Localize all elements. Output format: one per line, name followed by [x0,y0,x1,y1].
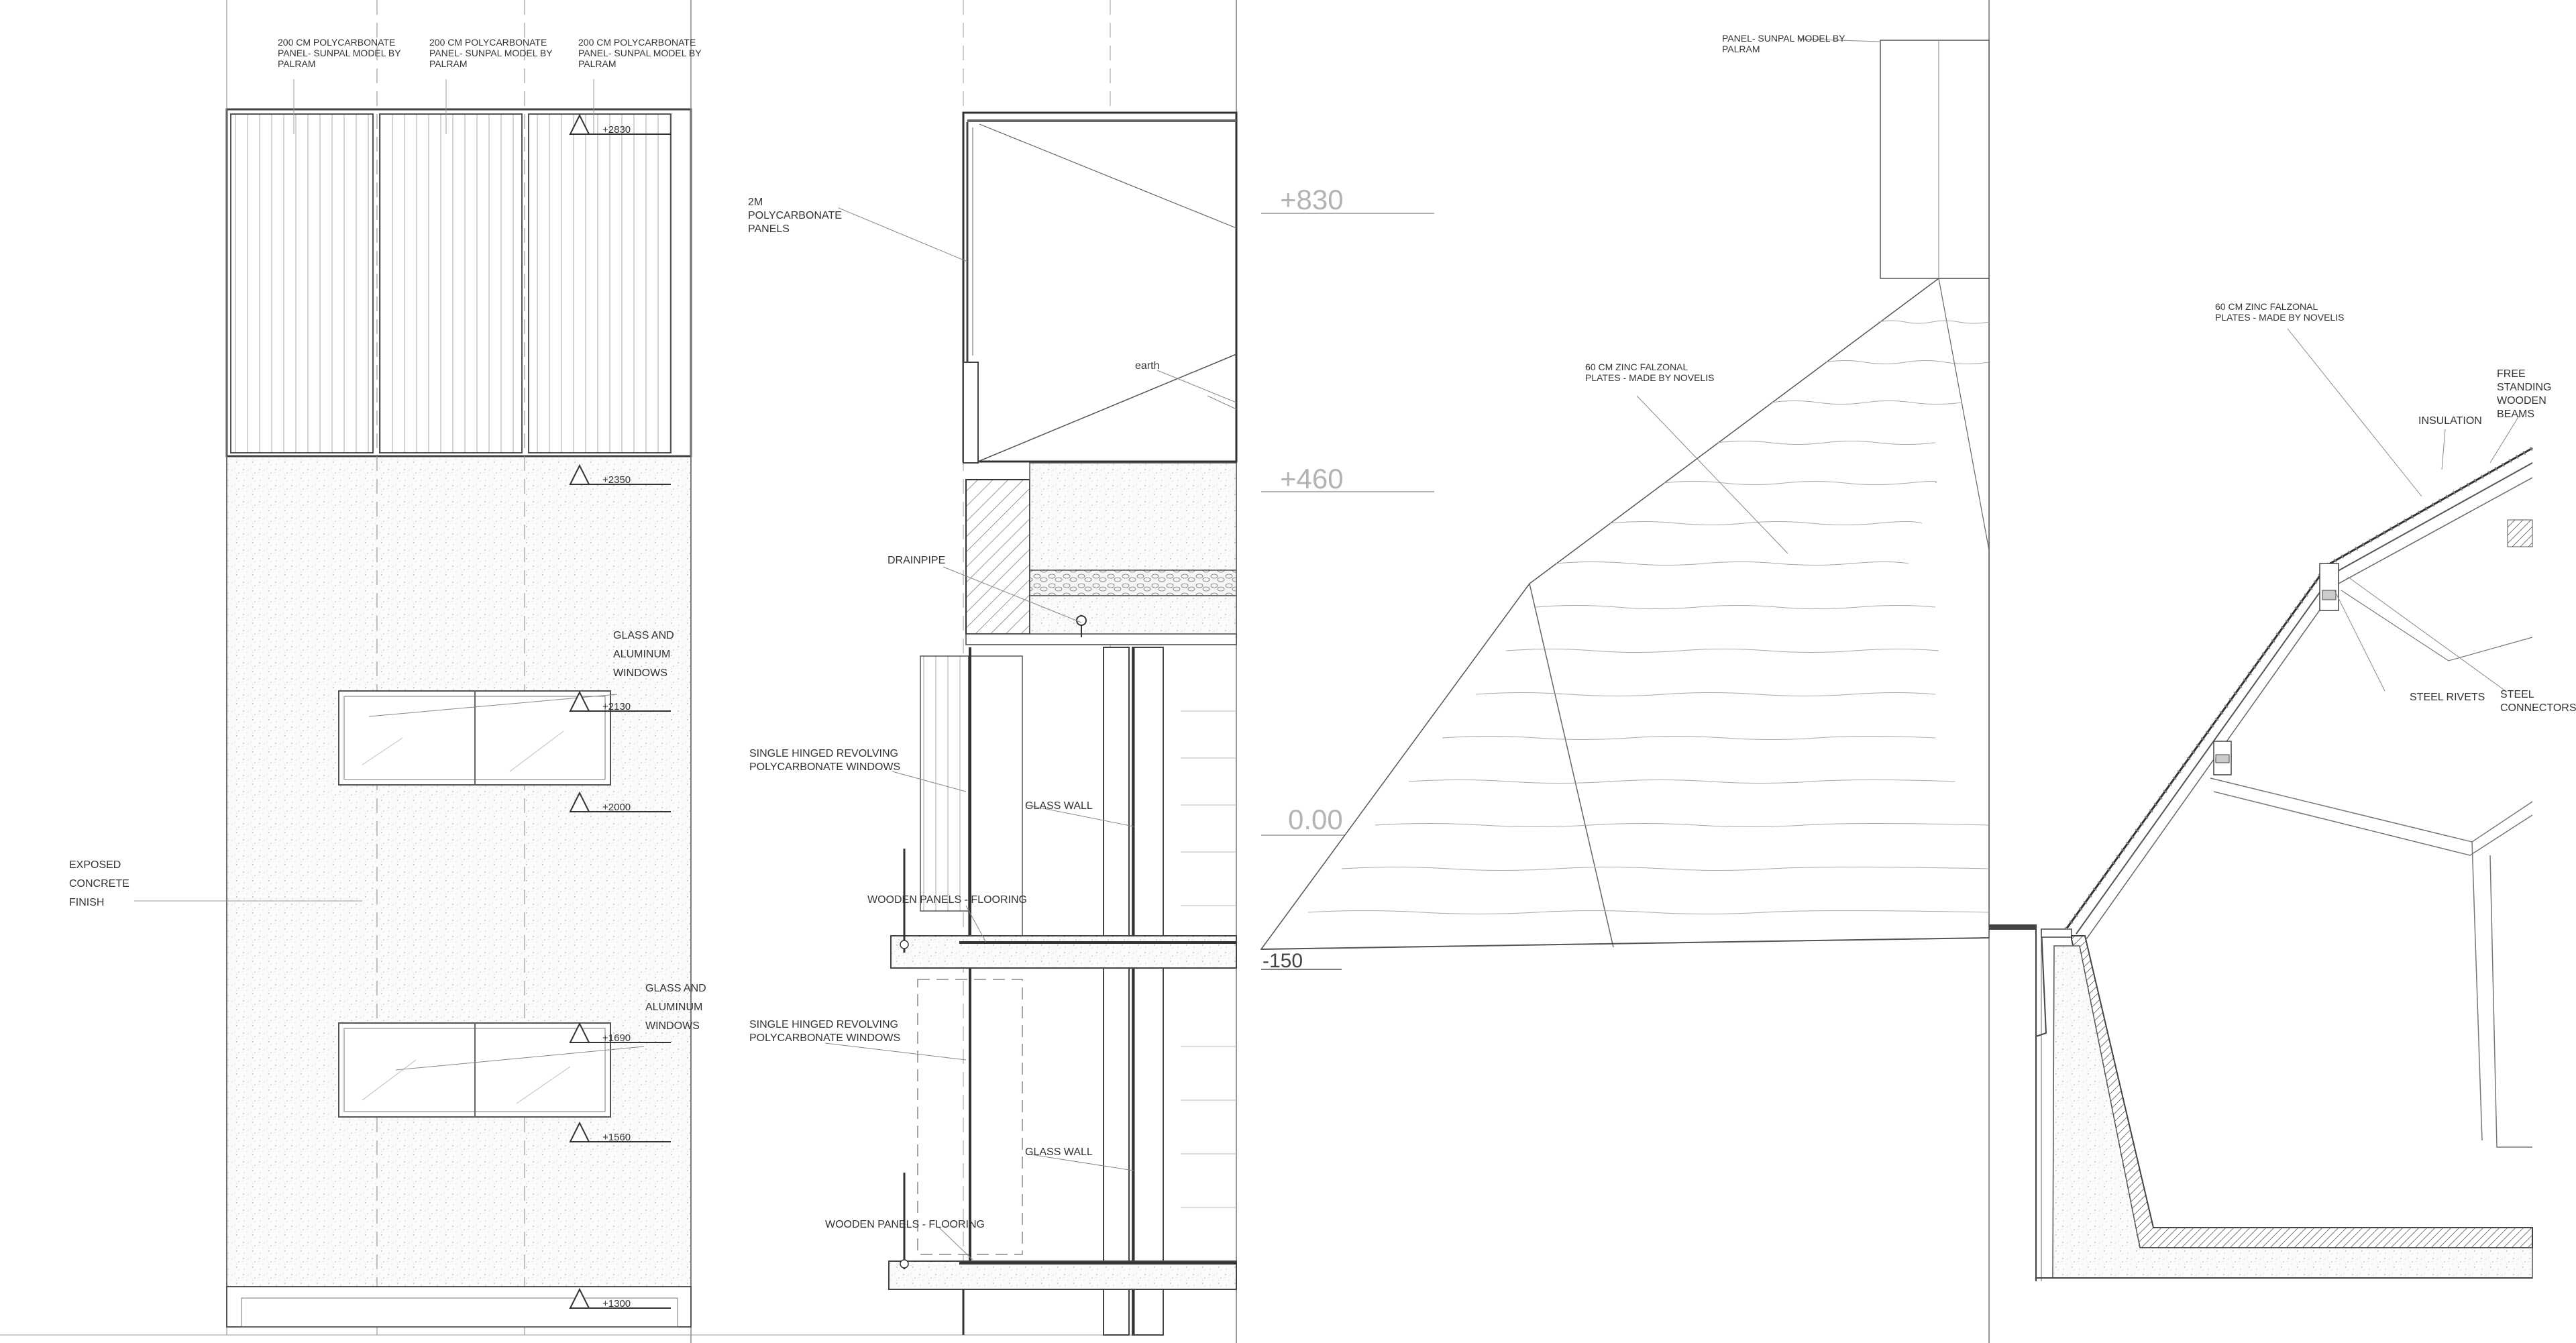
roof-elevation [1260,0,1990,1343]
level-label: +1300 [602,1298,631,1309]
beams-note-line: WOODEN [2497,395,2546,407]
finish-note-line: CONCRETE [69,878,129,890]
earth-label: earth [1135,360,1159,372]
glass-wall-label: GLASS WALL [1025,800,1093,812]
polycarbonate-note-line: PANELS [748,223,790,235]
finish-note-line: EXPOSED [69,859,121,871]
polycarbonate-note-line: 2M [748,197,763,208]
roof-detail-section [1989,328,2534,1281]
panel-note-line: PANEL- SUNPAL MODEL BY [429,48,553,58]
window-note-line: WINDOWS [645,1020,700,1032]
beams-note-line: BEAMS [2497,409,2534,420]
insulation-label: INSULATION [2418,415,2482,427]
polycarbonate-note-line: POLYCARBONATE [748,210,842,221]
level-label: +1690 [602,1032,631,1044]
windows-note-line: POLYCARBONATE WINDOWS [749,761,900,773]
facade-notes: 200 CM POLYCARBONATE PANEL- SUNPAL MODEL… [69,37,706,1032]
level-label: +2830 [602,124,631,136]
facade-elevation [0,0,1157,1343]
roof-level-labels: +830 +460 0.00 -150 PANEL- SUNPAL MODEL … [1263,33,1845,972]
windows-note-line: SINGLE HINGED REVOLVING [749,1019,898,1030]
flooring-label: WOODEN PANELS - FLOORING [825,1219,985,1230]
windows-note-line: POLYCARBONATE WINDOWS [749,1032,900,1044]
connectors-note-line: CONNECTORS [2500,702,2576,714]
level-label: +2350 [602,474,631,486]
windows-note-line: SINGLE HINGED REVOLVING [749,748,898,759]
finish-note-line: FINISH [69,897,104,908]
beams-note-line: STANDING [2497,382,2551,393]
flooring-label: WOODEN PANELS - FLOORING [867,894,1027,906]
zinc-note-line: PLATES - MADE BY NOVELIS [1585,372,1714,383]
level-label: +2000 [602,802,631,813]
panel-note-line: PANEL- SUNPAL MODEL BY [278,48,401,58]
level-labels: +2830 +2350 +2130 +2000 +1690 +1560 +130… [602,124,631,1309]
panel-note-line: PALRAM [1722,44,1760,54]
window-note-line: GLASS AND [613,630,674,641]
level-label: +830 [1280,184,1344,215]
panel-note-line: 200 CM POLYCARBONATE [578,37,696,48]
panel-note-line: PALRAM [578,58,616,69]
panel-note-line: PALRAM [278,58,316,69]
connectors-note-line: STEEL [2500,689,2534,700]
panel-note-line: 200 CM POLYCARBONATE [278,37,395,48]
level-label: +1560 [602,1132,631,1143]
section-notes: 2M POLYCARBONATE PANELS earth DRAINPIPE … [748,197,1159,1230]
window-note-line: ALUMINUM [613,649,670,660]
zinc-note-line: PLATES - MADE BY NOVELIS [2215,312,2344,323]
panel-note-line: PALRAM [429,58,468,69]
level-label: +460 [1280,463,1344,494]
window-note-line: ALUMINUM [645,1002,702,1013]
level-label: 0.00 [1288,804,1343,835]
panel-note-line: PANEL- SUNPAL MODEL BY [578,48,702,58]
drainpipe-label: DRAINPIPE [888,555,945,566]
glass-wall-label: GLASS WALL [1025,1146,1093,1158]
zinc-note-line: 60 CM ZINC FALZONAL [1585,362,1688,372]
level-markers [569,113,671,1309]
rivets-label: STEEL RIVETS [2410,692,2485,703]
level-label: -150 [1263,950,1303,972]
wall-section [824,0,1238,1343]
zinc-note-line: 60 CM ZINC FALZONAL [2215,301,2318,312]
concrete-wall [226,455,692,1289]
level-label: +2130 [602,701,631,712]
beams-note-line: FREE [2497,368,2526,380]
detail-notes: 60 CM ZINC FALZONAL PLATES - MADE BY NOV… [2215,301,2576,714]
panel-note-line: 200 CM POLYCARBONATE [429,37,547,48]
panel-note-line: PANEL- SUNPAL MODEL BY [1722,33,1845,44]
window-note-line: GLASS AND [645,983,706,994]
window-note-line: WINDOWS [613,667,667,679]
